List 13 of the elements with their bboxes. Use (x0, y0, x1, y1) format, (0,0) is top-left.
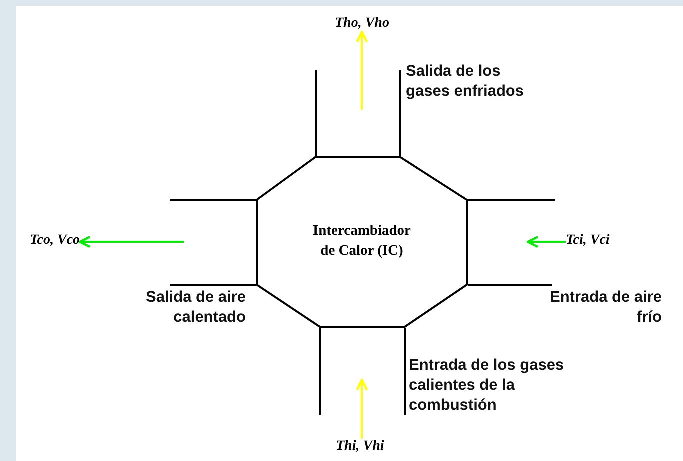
flow-description: Entrada de los gases calientes de la combustión (409, 356, 566, 416)
variable-label: Tco, Vco (30, 233, 80, 249)
flow-description: Salida de los gases enfriados (406, 62, 526, 102)
flow-description: Entrada de aire frío (549, 288, 662, 328)
variable-label: Tci, Vci (566, 233, 610, 249)
flow-arrow (526, 236, 566, 248)
flow-arrow (356, 30, 368, 110)
variable-label: Thi, Vhi (336, 439, 384, 455)
flow-description: Salida de aire calentado (145, 288, 246, 328)
variable-label: Tho, Vho (335, 16, 390, 32)
flow-arrow (356, 378, 368, 439)
flow-arrow (78, 236, 184, 248)
node-title: Intercambiador de Calor (IC) (312, 222, 412, 261)
